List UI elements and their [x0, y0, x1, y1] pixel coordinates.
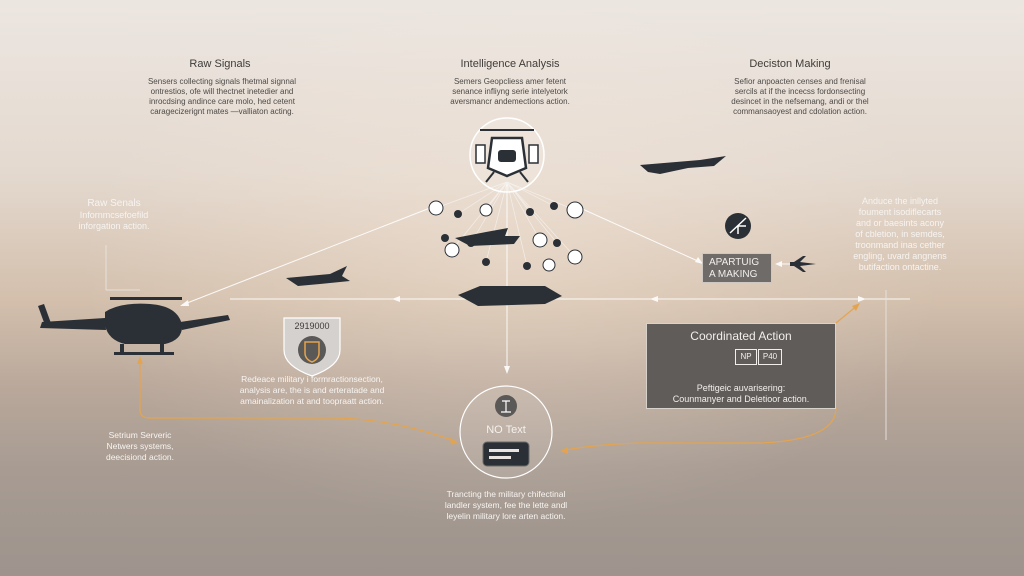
airplane-icon: [286, 266, 350, 286]
scope-icon: [459, 385, 553, 479]
raw-signals-title: Raw Signals: [189, 58, 251, 70]
small-jet-icon: [790, 256, 816, 272]
target-icon: [725, 213, 751, 239]
drone-icon: [469, 117, 545, 193]
np-badge: NP: [735, 349, 757, 365]
decision-making-desc: Sefior anpoacten censes and frenisal ser…: [731, 77, 869, 116]
right-side-desc: Anduce the inllyted foument isodiflecart…: [853, 196, 947, 272]
shield-icon: [283, 317, 341, 377]
decision-making-title: Deciston Making: [749, 58, 831, 70]
network-jet-icon: [455, 228, 520, 246]
no-text-caption: Trancting the military chifectinal landl…: [444, 489, 568, 521]
raw-senals-desc: Infornmcsefoefild inforgation action.: [78, 210, 150, 231]
coordinated-action-desc: Peftigeic auvarisering: Counmanyer and D…: [672, 383, 810, 404]
shield-caption: Redeace military i formractionsection, a…: [239, 374, 385, 406]
accent-curve-right: [564, 407, 837, 451]
shield-number: 2919000: [294, 321, 330, 331]
intelligence-analysis-desc: Semers Geopcliess amer fetent senance in…: [450, 77, 570, 106]
helicopter-icon: [38, 297, 230, 355]
accent-curve-left: [139, 360, 453, 441]
center-aircraft-icon: [458, 286, 562, 306]
coordinated-action-panel: Coordinated Action NP P40 Peftigeic auva…: [646, 323, 836, 409]
bottom-left-desc: Setrium Serveric Netwers systems, deecis…: [105, 430, 175, 462]
link-to-analysis: [181, 207, 431, 306]
no-text-label: NO Text: [486, 424, 526, 436]
intelligence-analysis-title: Intelligence Analysis: [460, 58, 560, 70]
apartuig-box: APARTUIG A MAKING: [702, 253, 772, 283]
network-node-icon: [428, 200, 584, 272]
raw-signals-desc: Sensers collecting signals fhetmal signn…: [147, 77, 297, 116]
raw-senals-label: Raw Senals: [87, 198, 141, 209]
p40-badge: P40: [758, 349, 782, 365]
coordinated-action-title: Coordinated Action: [690, 329, 792, 343]
jet-icon: [640, 156, 726, 174]
